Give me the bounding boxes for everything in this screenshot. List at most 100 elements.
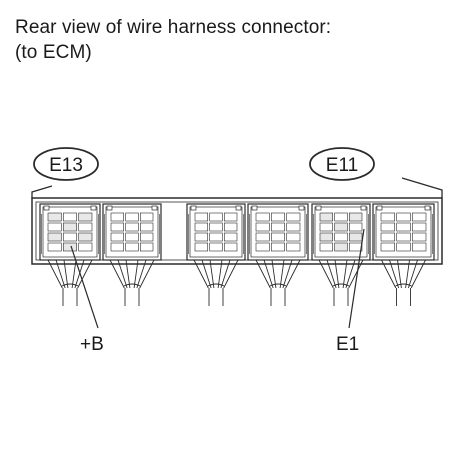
pin-cavity — [125, 212, 139, 222]
diagram-caption: Rear view of wire harness connector: (to… — [15, 15, 331, 65]
wire-strand — [125, 259, 131, 289]
block-latch — [43, 205, 50, 211]
pin-cavity — [125, 232, 139, 242]
pin-cavity — [396, 212, 411, 222]
block-latch — [190, 205, 197, 211]
wire-strand — [282, 259, 293, 289]
wire-strand — [223, 259, 239, 289]
wire-bundle-5 — [318, 259, 364, 306]
pin-cavity — [270, 232, 285, 242]
wire-bundle-3 — [193, 259, 239, 306]
wire-tie — [61, 283, 79, 287]
wire-harness — [47, 259, 426, 306]
pin-cavity — [62, 222, 77, 232]
wire-strand — [405, 259, 410, 289]
pin-cavity — [194, 222, 208, 232]
wire-strand — [133, 259, 139, 289]
connector-blocks — [39, 203, 435, 261]
pin-leader-e1 — [348, 228, 365, 329]
wire-strand — [345, 259, 356, 289]
wire-bundle-6 — [381, 259, 426, 306]
pin-cavity — [78, 212, 93, 222]
connector-block-6 — [372, 203, 435, 261]
pin-cavity — [270, 242, 285, 252]
block-frame — [102, 203, 162, 261]
pin-cavity — [319, 222, 333, 232]
pin-label-e1: E1 — [336, 334, 359, 355]
block-frame — [372, 203, 435, 261]
pin-cavity — [140, 222, 154, 232]
pin-cavity — [396, 242, 411, 252]
pin-cavity — [224, 212, 238, 222]
wire-strand — [55, 259, 66, 289]
wire-strand — [201, 259, 212, 289]
pin-cavity — [286, 232, 301, 242]
wire-bundle-1 — [47, 259, 93, 306]
wire-strand — [71, 259, 77, 289]
pin-cavity — [270, 222, 285, 232]
wire-strand — [255, 259, 271, 289]
wire-strand — [342, 259, 348, 289]
pin-cavity — [348, 212, 363, 222]
block-frame — [311, 203, 371, 261]
pin-cavity — [319, 212, 333, 222]
wire-strand — [117, 259, 128, 289]
wire-strand — [77, 259, 93, 289]
wire-strand — [318, 259, 334, 289]
pin-cavity — [47, 222, 62, 232]
connector-housing-outline — [31, 177, 443, 198]
pin-cavity — [78, 232, 93, 242]
block-inner-frame — [250, 206, 306, 258]
pin-cavity — [286, 212, 301, 222]
pin-cavity — [78, 222, 93, 232]
caption-subtitle: (to ECM) — [15, 42, 92, 63]
badge-e11-label: E11 — [326, 155, 358, 176]
badge-e13-label: E13 — [49, 155, 83, 176]
pin-cavity — [286, 222, 301, 232]
pin-cavity — [110, 222, 124, 232]
pin-cavity — [110, 212, 124, 222]
pin-cavity — [396, 232, 411, 242]
wire-strand — [410, 259, 426, 289]
badge-e11-outline — [309, 147, 375, 181]
wire-strand — [263, 259, 274, 289]
pin-cavity — [140, 242, 154, 252]
wire-strand — [193, 259, 209, 289]
wire-strand — [63, 259, 69, 289]
wire-strand — [220, 259, 231, 289]
pin-cavity — [411, 222, 427, 232]
pin-cavity — [334, 222, 348, 232]
block-inner-frame — [314, 206, 368, 258]
pin-cavity — [380, 232, 395, 242]
block-latch — [360, 205, 367, 211]
wire-tie — [207, 283, 225, 287]
pin-cavity — [255, 212, 270, 222]
wire-bundle-2 — [109, 259, 155, 306]
pin-cavity — [140, 232, 154, 242]
pin-cavity — [110, 232, 124, 242]
connector-block-4 — [247, 203, 309, 261]
pin-cavity — [110, 242, 124, 252]
block-latch — [90, 205, 97, 211]
wire-tie — [269, 283, 287, 287]
wire-strand — [136, 259, 147, 289]
pin-label-b-plus: +B — [80, 334, 104, 355]
pin-cavity — [224, 242, 238, 252]
pin-cavity — [319, 232, 333, 242]
wire-strand — [109, 259, 125, 289]
block-inner-frame — [189, 206, 243, 258]
block-frame — [186, 203, 246, 261]
pin-cavity — [47, 232, 62, 242]
wire-strand — [74, 259, 85, 289]
pin-cavity — [334, 212, 348, 222]
block-latch — [298, 205, 305, 211]
block-latch — [151, 205, 158, 211]
pin-cavity — [334, 242, 348, 252]
pin-cavity — [255, 232, 270, 242]
block-latch — [106, 205, 113, 211]
wire-strand — [279, 259, 285, 289]
wire-strand — [389, 259, 400, 289]
pin-cavity — [380, 222, 395, 232]
wire-strand — [285, 259, 301, 289]
